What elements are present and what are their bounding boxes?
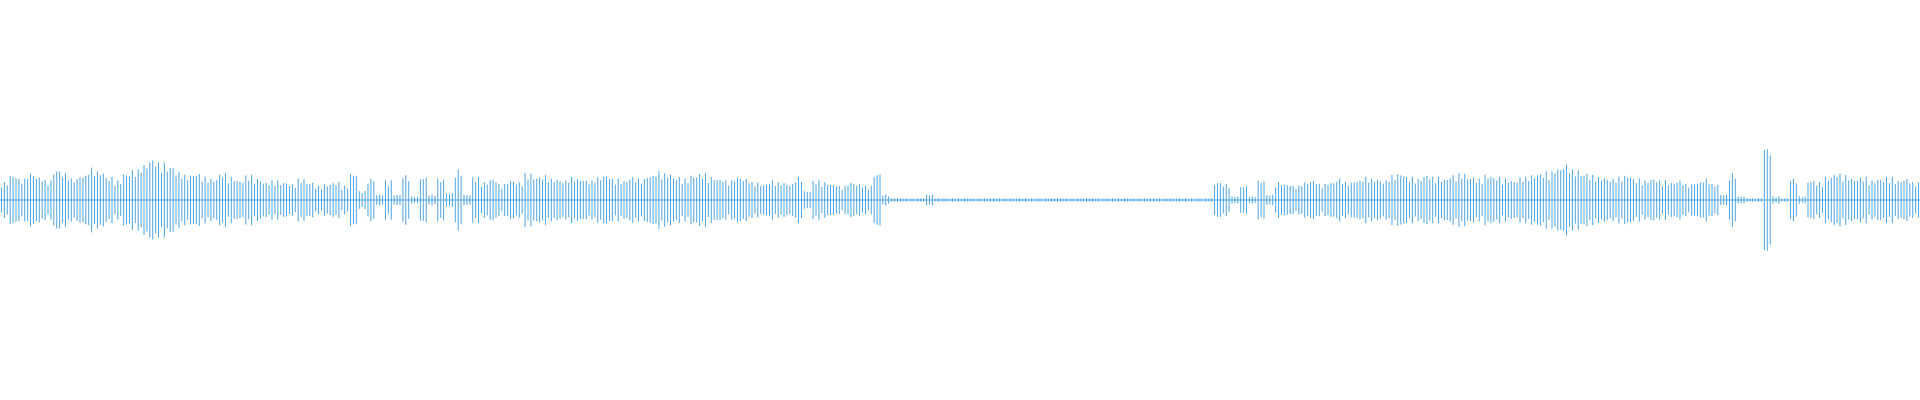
waveform-bars bbox=[0, 149, 1920, 251]
